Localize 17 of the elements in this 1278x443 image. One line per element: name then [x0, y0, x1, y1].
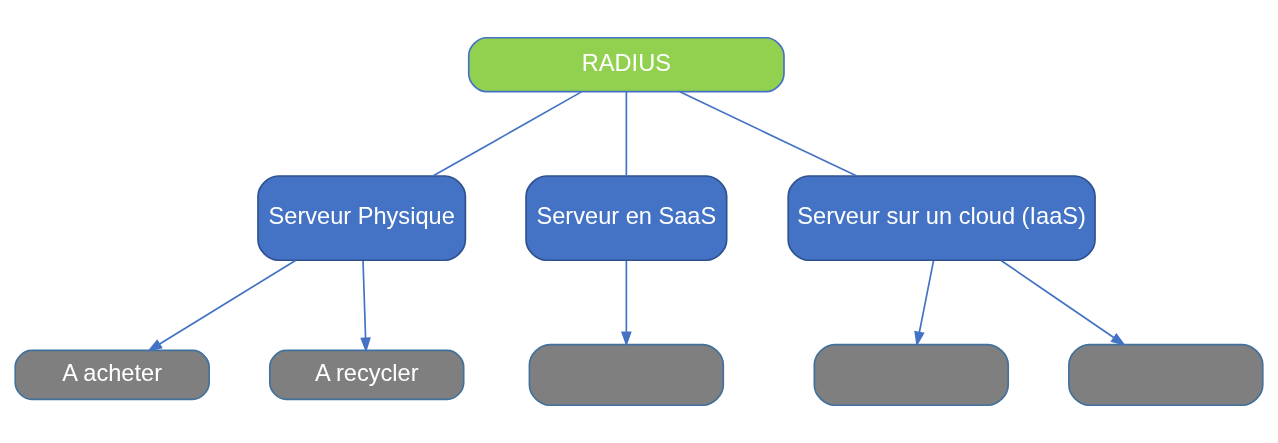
arrow	[1000, 259, 1126, 346]
connector	[625, 91, 628, 177]
connector	[432, 91, 583, 177]
arrow	[360, 260, 371, 353]
connector	[679, 91, 858, 177]
node-box	[813, 343, 1010, 407]
node-box: A recycler	[268, 349, 465, 401]
node-box: Serveur sur un cloud (IaaS)	[787, 175, 1096, 262]
node-box	[528, 343, 725, 407]
arrow	[621, 260, 632, 347]
arrow	[147, 259, 297, 352]
arrow	[914, 260, 935, 347]
node-box: A acheter	[14, 349, 210, 401]
node-box: Serveur en SaaS	[525, 175, 728, 262]
node-box	[1068, 343, 1264, 407]
node-box: RADIUS	[467, 36, 785, 93]
node-box: Serveur Physique	[257, 175, 467, 262]
